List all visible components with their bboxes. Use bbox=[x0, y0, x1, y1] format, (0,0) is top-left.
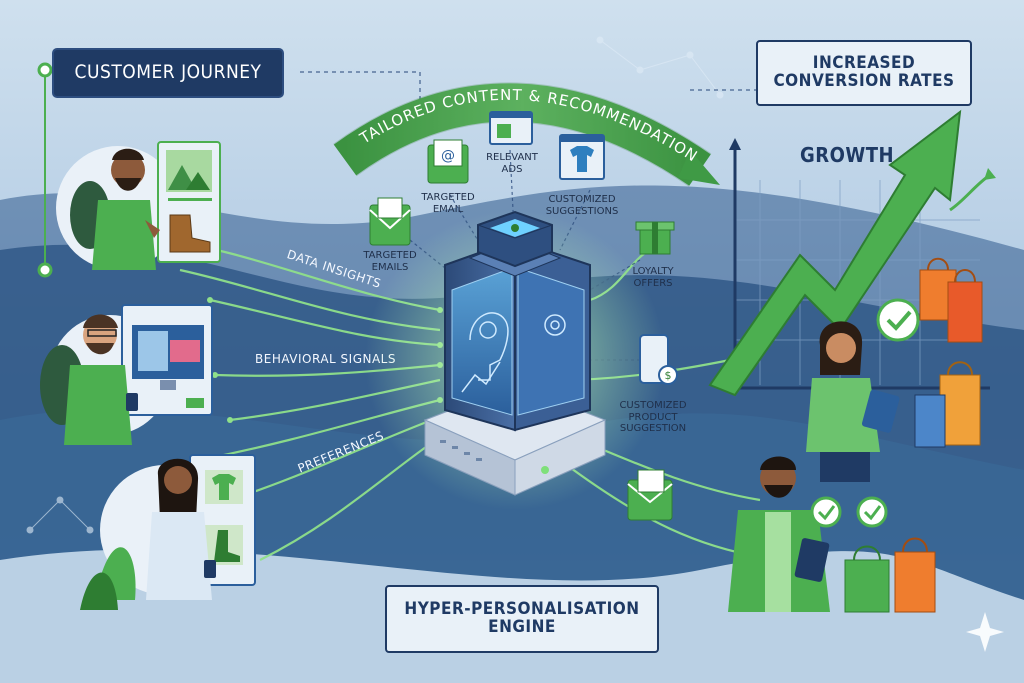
brain-icon bbox=[469, 312, 509, 381]
growth-arrow-icon bbox=[708, 109, 962, 397]
growth-label: Growth bbox=[800, 143, 895, 167]
boot-icon bbox=[169, 214, 211, 253]
customer-shopper bbox=[80, 454, 256, 610]
targeted-email-line1: Targeted bbox=[421, 192, 475, 203]
conversion-title: Increased Conversion Rates bbox=[756, 40, 972, 106]
relevant-ads-line1: Relevant bbox=[486, 152, 538, 163]
shoe-icon bbox=[205, 525, 243, 565]
loyalty-offers-label: Loyalty Offers bbox=[620, 266, 686, 289]
ad-window-icon bbox=[489, 111, 533, 145]
relevant-ads-line2: Ads bbox=[501, 163, 523, 175]
customer-hiker-2 bbox=[40, 304, 213, 445]
conversion-title-line2: Conversion Rates bbox=[773, 71, 955, 91]
svg-text:@: @ bbox=[441, 148, 455, 164]
relevant-ads-label: Relevant Ads bbox=[482, 152, 542, 175]
behavioral-signals-label: Behavioral Signals bbox=[255, 352, 396, 366]
monitor-icon bbox=[132, 325, 204, 390]
customer-woman-tablet bbox=[806, 321, 900, 482]
gear-icon bbox=[544, 314, 566, 336]
engine-title-line1: Hyper-Personalisation bbox=[404, 599, 640, 620]
sparkle-icon bbox=[966, 612, 1004, 652]
targeted-email-line2: Email bbox=[432, 203, 464, 215]
email-at-icon: @ bbox=[427, 139, 469, 184]
shopping-bag-icon bbox=[844, 537, 936, 613]
customer-journey-title: Customer Journey bbox=[52, 48, 284, 98]
shirt-icon bbox=[205, 470, 243, 504]
shopping-bag-icon bbox=[914, 257, 983, 448]
customized-suggestions-label: Customized Suggestions bbox=[540, 194, 624, 217]
gift-icon bbox=[635, 221, 675, 255]
targeted-email-label: Targeted Email bbox=[414, 192, 482, 215]
customized-product-suggestion-label: Customized Product Suggestion bbox=[608, 400, 698, 435]
checkmark-icon bbox=[876, 298, 920, 342]
envelope-icon bbox=[369, 197, 411, 246]
checkmark-icon bbox=[810, 496, 888, 528]
mountain-icon bbox=[166, 150, 212, 192]
cps-line1: Customized bbox=[619, 400, 687, 411]
engine-title: Hyper-Personalisation Engine bbox=[385, 585, 659, 653]
loyalty-offers-line1: Loyalty bbox=[632, 266, 674, 277]
customer-man-tablet bbox=[728, 456, 830, 612]
targeted-emails-line2: Emails bbox=[371, 261, 409, 273]
engine-title-line2: Engine bbox=[488, 617, 556, 637]
customer-hiker-1 bbox=[56, 141, 221, 270]
targeted-emails-label: Targeted Emails bbox=[360, 250, 420, 273]
targeted-emails-line1: Targeted bbox=[363, 250, 417, 261]
customized-suggestions-line1: Customized bbox=[548, 194, 616, 205]
conversion-title-line1: Increased bbox=[812, 53, 916, 74]
loyalty-offers-line2: Offers bbox=[633, 277, 673, 289]
cps-line3: Suggestion bbox=[619, 423, 687, 434]
svg-text:$: $ bbox=[665, 369, 672, 382]
envelope-icon bbox=[627, 469, 673, 521]
customized-suggestions-line2: Suggestions bbox=[545, 205, 619, 217]
phone-dollar-icon: $ bbox=[639, 334, 678, 385]
shirt-suggestion-icon bbox=[559, 134, 605, 180]
cps-line2: Product bbox=[628, 411, 678, 423]
